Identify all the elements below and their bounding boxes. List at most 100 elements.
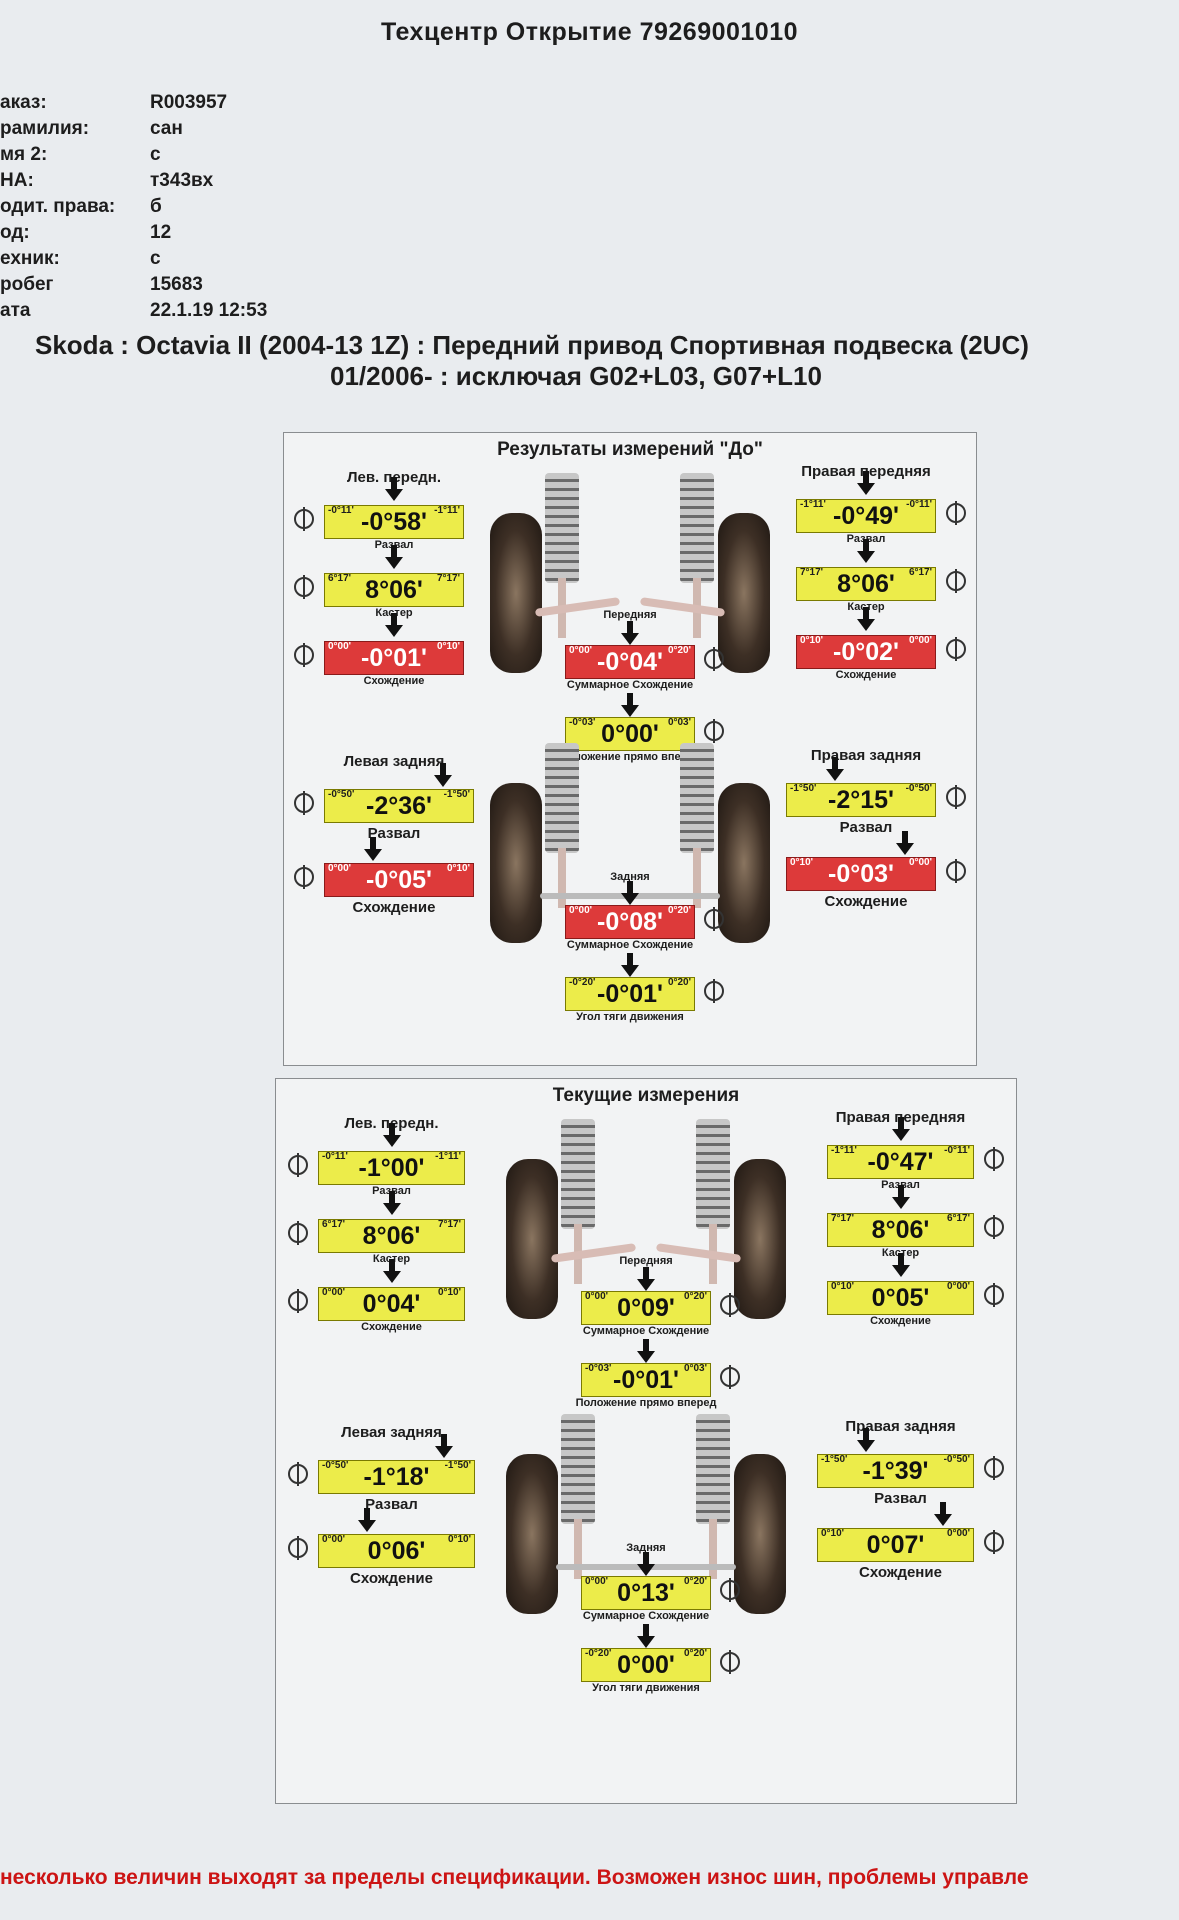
thrust-angle-box: -0°20'0°20'0°00' (581, 1648, 711, 1682)
down-arrow-icon (934, 1502, 952, 1526)
front-total-toe-box: 0°00'0°20'0°09' (581, 1291, 711, 1325)
range-min-label: -1°50' (821, 1454, 848, 1465)
right-spring-image (696, 1414, 730, 1524)
info-row: од:12 (0, 222, 400, 248)
toe-icon (980, 1281, 1008, 1309)
rear-left-title: Левая задняя (343, 753, 445, 770)
range-max-label: 0°03' (683, 1363, 707, 1374)
info-label: ата (0, 300, 31, 321)
range-max-label: -0°11' (944, 1145, 970, 1156)
measurement-value: -1°39' (862, 1457, 929, 1485)
range-min-label: -0°03' (585, 1363, 612, 1374)
steering-icon (700, 645, 728, 673)
down-arrow-icon (637, 1552, 655, 1576)
measurement-value: 8°06' (362, 1222, 421, 1250)
left-wheel-image (490, 513, 542, 673)
front-left-caster-box: 6°17'7°17'8°06' (318, 1219, 465, 1253)
rear-total-toe-box: 0°00'0°20'-0°08' (565, 905, 695, 939)
measurement-value: -0°05' (366, 866, 432, 894)
toe-icon (290, 863, 318, 891)
range-min-label: 0°00' (585, 1291, 609, 1302)
range-max-label: 7°17' (436, 573, 460, 584)
measurement-value: -0°01' (361, 644, 427, 672)
measurement-value: 8°06' (871, 1216, 930, 1244)
info-row: аказ:R003957 (0, 92, 400, 118)
rear-total-toe-label: Суммарное Схождение (582, 1610, 710, 1622)
vehicle-description: Skoda : Octavia II (2004-13 1Z) : Передн… (35, 330, 1175, 392)
down-arrow-icon (434, 763, 452, 787)
toe-icon (980, 1528, 1008, 1556)
report-title: Техцентр Открытие 79269001010 (380, 18, 799, 46)
panel-title: Результаты измерений "До" (497, 439, 763, 460)
rear-axle-title: Задняя (626, 1542, 666, 1554)
range-max-label: 0°10' (447, 1534, 471, 1545)
down-arrow-icon (621, 621, 639, 645)
rear-left-camber-label: Развал (367, 825, 421, 842)
range-max-label: 0°00' (946, 1528, 970, 1539)
right-strut-image (693, 848, 701, 908)
range-max-label: -1°50' (444, 1460, 471, 1471)
down-arrow-icon (385, 477, 403, 501)
range-max-label: 6°17' (946, 1213, 970, 1224)
right-spring-image (680, 473, 714, 583)
range-min-label: 0°10' (831, 1281, 855, 1292)
left-spring-image (545, 743, 579, 853)
measurement-value: 8°06' (365, 576, 423, 604)
range-min-label: -0°20' (569, 977, 596, 988)
down-arrow-icon (891, 1117, 910, 1141)
left-wheel-image (490, 783, 542, 943)
down-arrow-icon (385, 613, 403, 637)
range-min-label: 0°10' (821, 1528, 845, 1539)
rear-right-camber-box: -1°50'-0°50'-2°15' (786, 783, 936, 817)
front-total-toe-box: 0°00'0°20'-0°04' (565, 645, 695, 679)
camber-icon (942, 783, 970, 811)
left-spring-image (561, 1414, 595, 1524)
info-label: рамилия: (0, 118, 90, 139)
front-right-camber-box: -1°11'-0°11'-0°49' (796, 499, 936, 533)
toe-icon (284, 1287, 312, 1315)
range-max-label: 0°20' (667, 977, 691, 988)
caster-icon (290, 573, 318, 601)
down-arrow-icon (364, 837, 382, 861)
measurement-value: -0°49' (833, 502, 899, 530)
range-min-label: -0°50' (322, 1460, 349, 1471)
range-max-label: 0°20' (683, 1576, 707, 1587)
down-arrow-icon (382, 1123, 401, 1147)
measurement-value: -0°58' (361, 508, 427, 536)
front-left-caster-box: 6°17'7°17'8°06' (324, 573, 464, 607)
info-value: сан (150, 118, 183, 139)
down-arrow-icon (358, 1508, 376, 1532)
info-row: одит. права:б (0, 196, 400, 222)
right-wheel-image (718, 783, 770, 943)
range-max-label: 0°20' (667, 645, 691, 656)
down-arrow-icon (857, 1428, 875, 1452)
info-label: мя 2: (0, 144, 48, 165)
vehicle-line-2: 01/2006- : исключая G02+L03, G07+L10 (330, 361, 822, 391)
straight-ahead-label: Положение прямо вперед (559, 751, 701, 763)
toe-icon (942, 857, 970, 885)
down-arrow-icon (385, 545, 403, 569)
thrust-angle-label: Угол тяги движения (592, 1682, 700, 1694)
range-max-label: 6°17' (908, 567, 932, 578)
info-row: мя 2:с (0, 144, 400, 170)
info-label: одит. права: (0, 196, 116, 217)
front-right-toe-box: 0°10'0°00'-0°02' (796, 635, 936, 669)
camber-icon (980, 1145, 1008, 1173)
steering-icon (716, 1576, 744, 1604)
left-wheel-image (506, 1454, 558, 1614)
out-of-spec-warning: несколько величин выходят за пределы спе… (0, 1866, 1029, 1889)
down-arrow-icon (896, 831, 914, 855)
range-max-label: -1°50' (443, 789, 470, 800)
right-wheel-image (734, 1159, 786, 1319)
measurement-value: -2°36' (366, 792, 432, 820)
caster-icon (942, 567, 970, 595)
range-min-label: -1°11' (800, 499, 826, 510)
down-arrow-icon (637, 1339, 655, 1363)
front-left-camber-box: -0°11'-1°11'-0°58' (324, 505, 464, 539)
front-left-toe-label: Схождение (363, 675, 425, 687)
camber-icon (284, 1151, 312, 1179)
down-arrow-icon (857, 607, 875, 631)
caster-icon (980, 1213, 1008, 1241)
range-max-label: -1°11' (435, 1151, 461, 1162)
